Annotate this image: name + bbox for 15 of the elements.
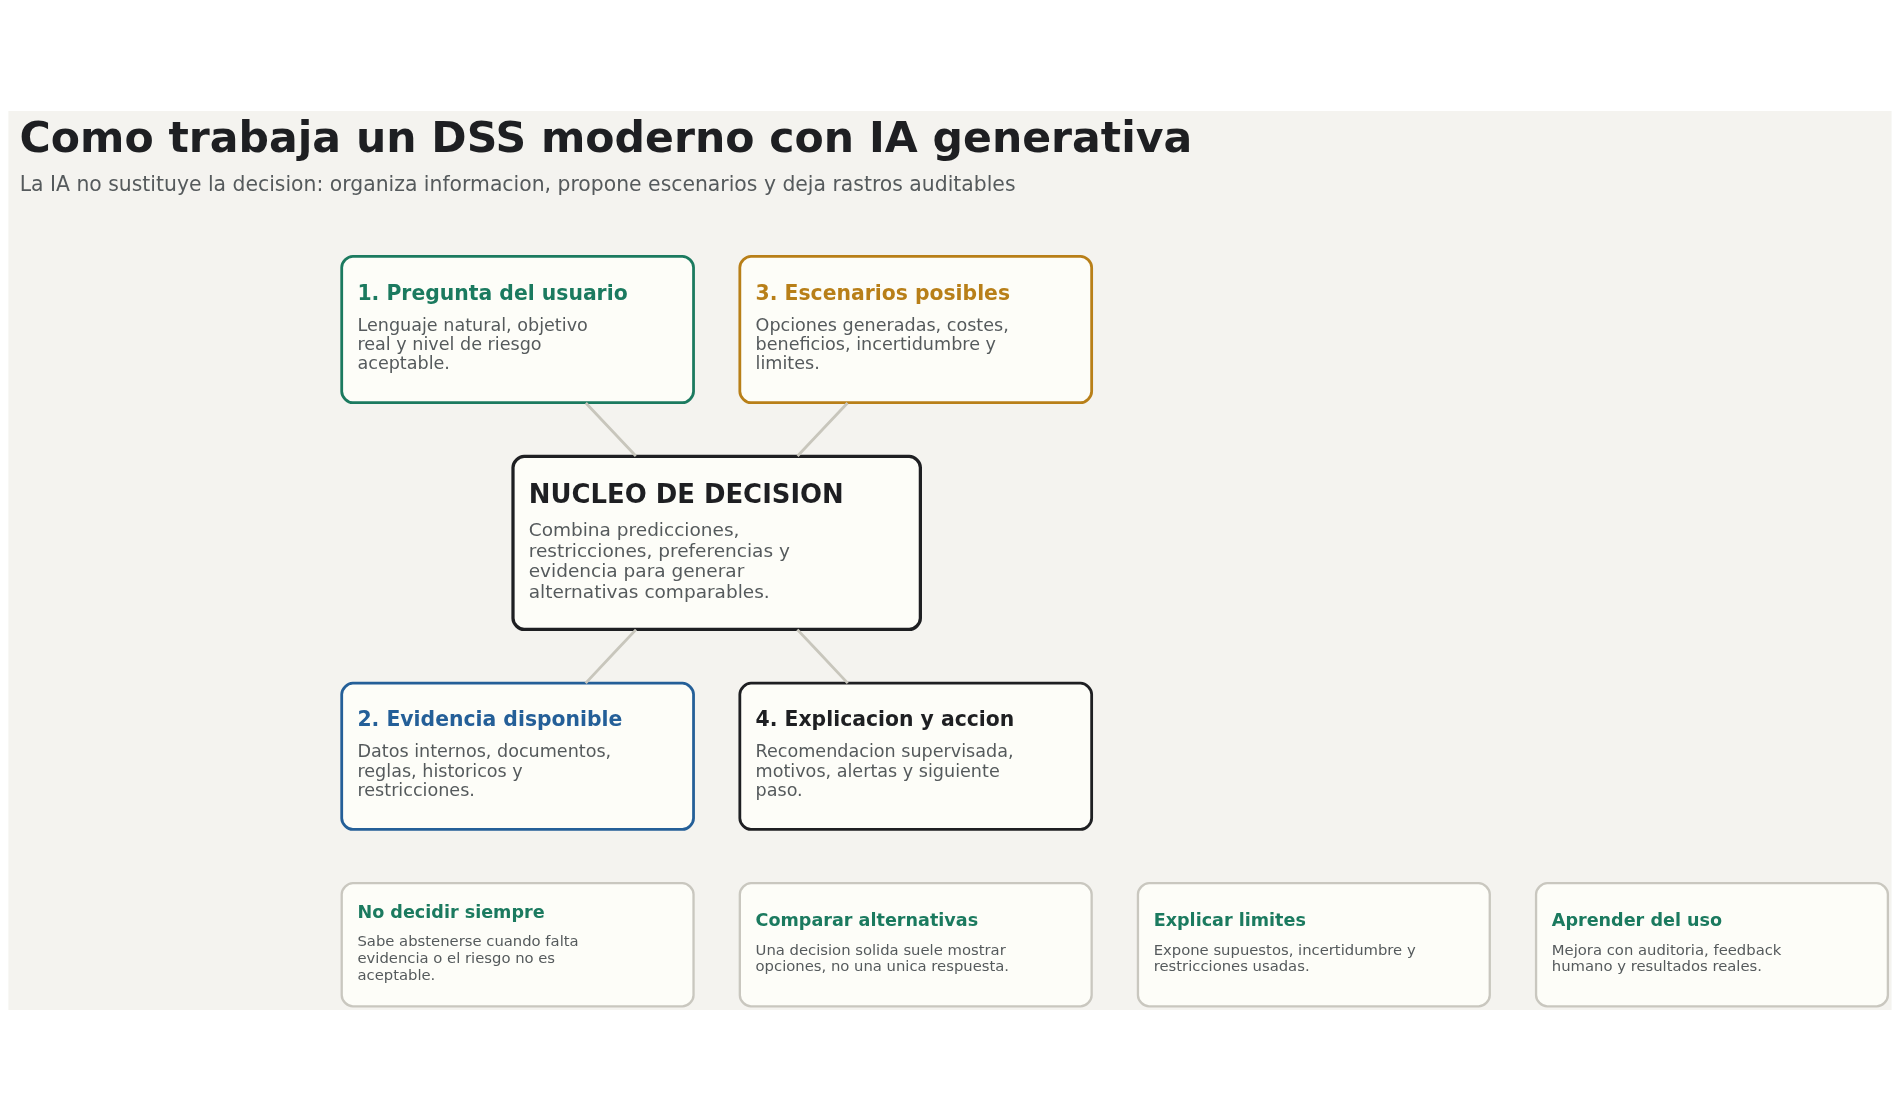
connector <box>796 401 849 457</box>
node-box: 4. Explicacion y accion Recomendacion supervisada, motivos, alertas y siguiente paso. <box>738 681 1094 831</box>
node-box: Comparar alternativas Una decision solida suele mostrar opciones, no una unica respuesta. <box>738 881 1093 1007</box>
connector <box>796 628 849 684</box>
node-box: Explicar limites Expone supuestos, incertidumbre y restricciones usadas. <box>1136 881 1491 1007</box>
label: La IA no sustituye la decision: organiza informacion, propone escenarios y deja rastros auditables <box>19 171 1016 196</box>
diagram-title: Como trabaja un DSS moderno con IA generativa <box>19 111 1193 162</box>
node-box: NUCLEO DE DECISION Combina predicciones, restricciones, preferencias y evidencia para generar alternativas comparables. <box>511 454 922 631</box>
connector <box>584 628 638 684</box>
connector <box>584 401 637 457</box>
node-box: 1. Pregunta del usuario Lenguaje natural, objetivo real y nivel de riesgo aceptable. <box>340 254 695 404</box>
node-box: Aprender del uso Mejora con auditoria, feedback humano y resultados reales. <box>1534 881 1890 1007</box>
node-box: 2. Evidencia disponible Datos internos, documentos, reglas, historicos y restricciones. <box>340 681 695 831</box>
node-box: 3. Escenarios posibles Opciones generadas, costes, beneficios, incertidumbre y limites. <box>738 254 1094 404</box>
node-box: No decidir siempre Sabe abstenerse cuando falta evidencia o el riesgo no es aceptable. <box>340 881 695 1007</box>
